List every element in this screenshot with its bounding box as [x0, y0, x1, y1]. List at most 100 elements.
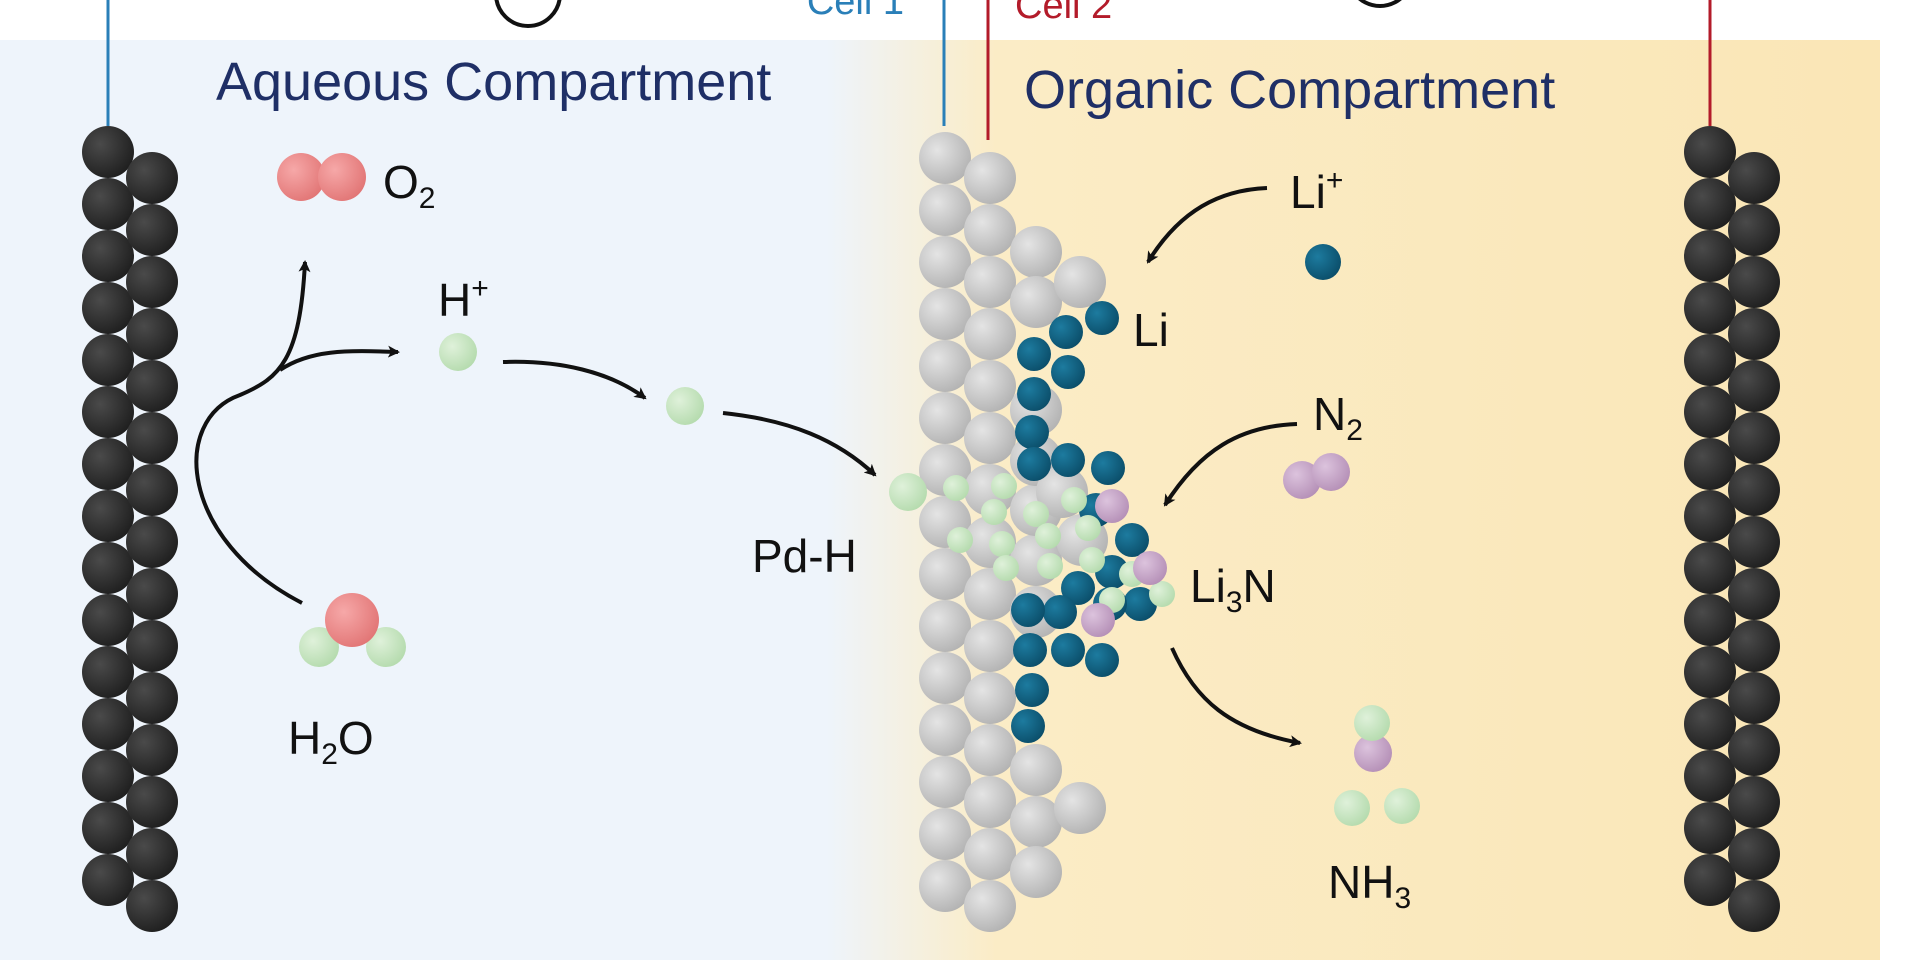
carbon-atom [82, 438, 134, 490]
lithium-atom [1123, 587, 1157, 621]
palladium-atom [1054, 782, 1106, 834]
cell2-label: Cell 2 [1015, 0, 1112, 27]
carbon-atom [82, 334, 134, 386]
palladium-atom [964, 672, 1016, 724]
hydrogen-atom [1079, 547, 1105, 573]
proton-transport-arrow-2 [722, 411, 877, 477]
proton-transport-arrow-1 [502, 359, 647, 400]
palladium-atom [964, 152, 1016, 204]
n2-arrow [1163, 422, 1298, 507]
carbon-atom [1684, 334, 1736, 386]
carbon-atom [1684, 698, 1736, 750]
lithium-atom [1043, 595, 1077, 629]
carbon-atom [1684, 854, 1736, 906]
carbon-atom [1684, 386, 1736, 438]
carbon-atom [126, 880, 178, 932]
palladium-atom [964, 568, 1016, 620]
palladium-atom [919, 392, 971, 444]
h-plus-label: H+ [438, 272, 489, 326]
carbon-atom [82, 386, 134, 438]
carbon-atom [126, 568, 178, 620]
ammonia-release-arrow [1170, 647, 1302, 748]
absorbed-hydrogen [889, 473, 1175, 613]
carbon-atom [1684, 490, 1736, 542]
palladium-atom [1010, 744, 1062, 796]
right-edge-strip [1880, 0, 1920, 960]
hydrogen-atom [1035, 523, 1061, 549]
carbon-atom [126, 412, 178, 464]
lithium-atom [1091, 451, 1125, 485]
carbon-atom [82, 750, 134, 802]
palladium-atom [919, 288, 971, 340]
li3n-label: Li3N [1190, 560, 1276, 619]
aqueous-compartment-title: Aqueous Compartment [216, 52, 771, 112]
organic-compartment-title: Organic Compartment [1024, 60, 1555, 120]
proton-release-arrow [278, 345, 400, 372]
h2o-label: H2O [288, 712, 374, 771]
carbon-atom [1728, 776, 1780, 828]
carbon-atom [1728, 360, 1780, 412]
lithium-atom [1085, 301, 1119, 335]
nitrogen-atom [1133, 551, 1167, 585]
palladium-atom [964, 620, 1016, 672]
hydrogen-atom [1075, 515, 1101, 541]
o2-label: O2 [383, 156, 435, 215]
cell2-meter-icon [1358, 0, 1402, 8]
palladium-atom [919, 132, 971, 184]
nh3-label: NH3 [1328, 856, 1411, 915]
carbon-atom [82, 542, 134, 594]
carbon-atom [126, 828, 178, 880]
cell1-label: Cell 1 [807, 0, 904, 23]
palladium-atom [964, 256, 1016, 308]
nitrogen-atom [1081, 603, 1115, 637]
carbon-atom [1684, 750, 1736, 802]
palladium-atom [919, 236, 971, 288]
left-carbon-electrode [82, 126, 178, 932]
carbon-atom [82, 854, 134, 906]
lithium-atom [1011, 593, 1045, 627]
li-plus-label: Li+ [1290, 164, 1343, 218]
carbon-atom [82, 230, 134, 282]
palladium-atom [1010, 796, 1062, 848]
hydrogen-atom [1061, 487, 1087, 513]
palladium-atom [919, 184, 971, 236]
carbon-atom [1684, 438, 1736, 490]
palladium-atom [964, 204, 1016, 256]
carbon-atom [82, 698, 134, 750]
carbon-atom [1684, 126, 1736, 178]
carbon-atom [82, 646, 134, 698]
lithium-atom [1051, 355, 1085, 389]
carbon-atom [82, 802, 134, 854]
carbon-atom [82, 594, 134, 646]
lithium-atom [1061, 571, 1095, 605]
carbon-atom [82, 126, 134, 178]
palladium-atom [1010, 846, 1062, 898]
lithium-atom [1013, 633, 1047, 667]
palladium-atom [919, 808, 971, 860]
li-label: Li [1133, 304, 1169, 356]
carbon-atom [1728, 308, 1780, 360]
hydrogen-atom [991, 473, 1017, 499]
lithium-atom [1015, 415, 1049, 449]
palladium-atom [964, 412, 1016, 464]
carbon-atom [1684, 646, 1736, 698]
lithium-atom [1049, 315, 1083, 349]
hydrogen-atom [947, 527, 973, 553]
palladium-atom [964, 724, 1016, 776]
carbon-atom [82, 282, 134, 334]
n2-label: N2 [1313, 388, 1363, 447]
hydrogen-atom [889, 473, 927, 511]
carbon-atom [126, 308, 178, 360]
palladium-atom [919, 756, 971, 808]
lithium-ion-arrow [1146, 186, 1268, 264]
carbon-atom [1728, 256, 1780, 308]
proton-2 [666, 387, 704, 425]
palladium-atom [919, 340, 971, 392]
carbon-atom [126, 724, 178, 776]
right-carbon-electrode [1684, 126, 1780, 932]
carbon-atom [1728, 880, 1780, 932]
lithium-atom [1017, 337, 1051, 371]
carbon-atom [1728, 204, 1780, 256]
carbon-atom [1728, 828, 1780, 880]
